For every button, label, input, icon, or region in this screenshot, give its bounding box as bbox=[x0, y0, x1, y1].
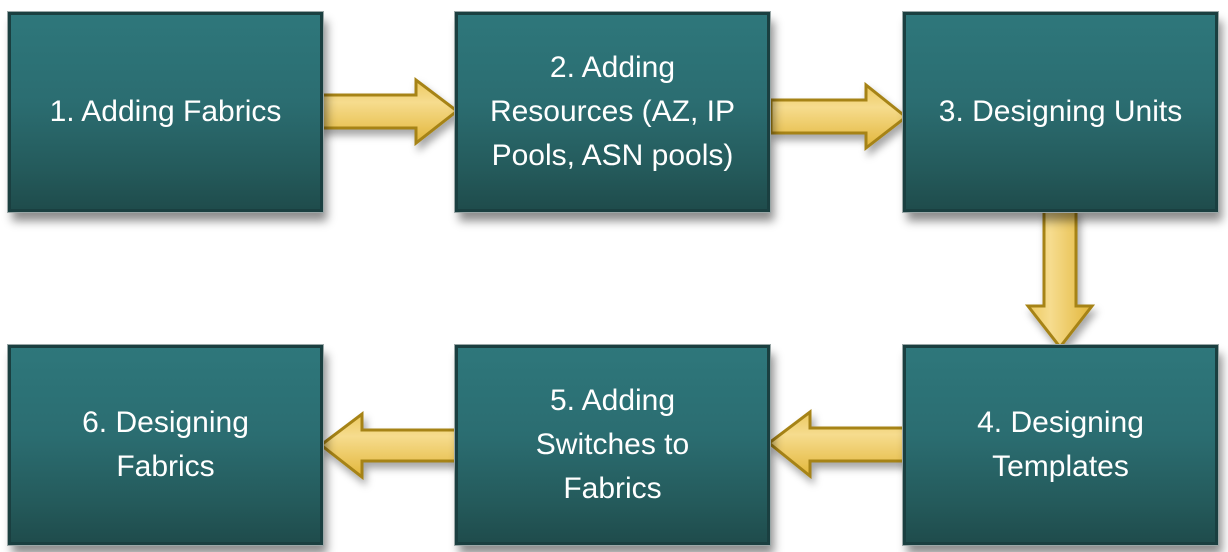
arrow-left-step5-to-step6 bbox=[318, 410, 459, 481]
arrow-left-step4-to-step5 bbox=[766, 408, 908, 480]
step-box-designing-templates: 4. Designing Templates bbox=[902, 344, 1219, 546]
step-label: 1. Adding Fabrics bbox=[49, 95, 282, 128]
step-box-adding-fabrics: 1. Adding Fabrics bbox=[7, 11, 324, 213]
step-box-designing-fabrics: 6. Designing Fabrics bbox=[7, 344, 324, 546]
arrow-right-step2-to-step3 bbox=[769, 81, 909, 152]
step-label: 3. Designing Units bbox=[938, 95, 1183, 128]
step-box-designing-units: 3. Designing Units bbox=[902, 11, 1219, 213]
step-label: 2. Adding Resources (AZ, IP Pools, ASN p… bbox=[489, 51, 736, 172]
step-box-adding-resources: 2. Adding Resources (AZ, IP Pools, ASN p… bbox=[454, 11, 771, 213]
step-box-adding-switches: 5. Adding Switches to Fabrics bbox=[454, 344, 771, 546]
arrow-right-step1-to-step2 bbox=[319, 76, 460, 147]
step-label: 5. Adding Switches to Fabrics bbox=[535, 384, 690, 505]
step-label: 4. Designing Templates bbox=[977, 406, 1144, 483]
arrow-down-step3-to-step4 bbox=[1024, 208, 1096, 350]
step-label: 6. Designing Fabrics bbox=[82, 406, 249, 483]
